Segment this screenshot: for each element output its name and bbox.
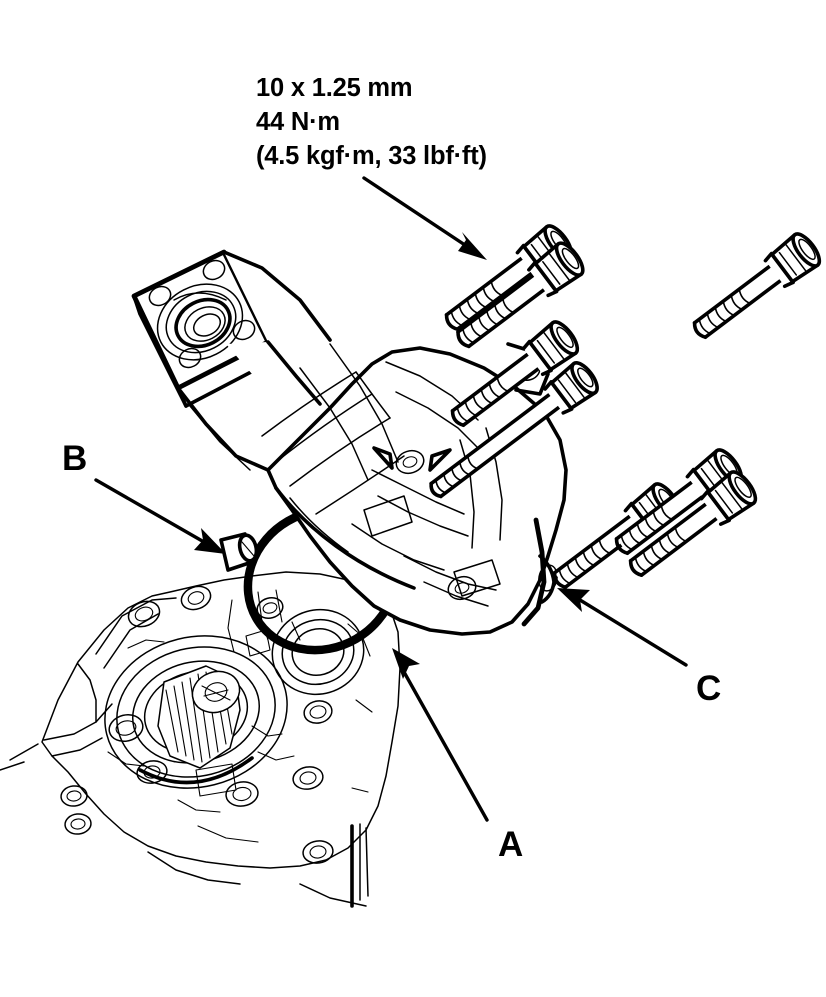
case-rib-detail xyxy=(107,589,373,843)
torque-callout-line2: 44 N·m xyxy=(256,108,340,136)
callout-a: A xyxy=(392,648,523,864)
callout-a-leader xyxy=(402,670,489,822)
housing-barrel-detail xyxy=(261,343,405,515)
callout-c-arrowhead xyxy=(557,588,590,612)
torque-callout-arrowhead xyxy=(458,232,487,260)
torque-callout-line3: (4.5 kgf·m, 33 lbf·ft) xyxy=(256,142,487,170)
flange-bolts xyxy=(429,220,826,600)
flange-bolt-4 xyxy=(429,361,599,499)
callout-b: B xyxy=(62,439,226,554)
callout-b-arrowhead xyxy=(194,528,226,554)
case-bolt-bosses xyxy=(60,585,334,864)
mounting-flange xyxy=(131,249,276,408)
callout-c-label: C xyxy=(696,669,721,708)
transmission-case xyxy=(0,571,401,908)
callout-b-leader xyxy=(94,478,206,544)
callout-c: C xyxy=(557,588,721,708)
callout-a-arrowhead xyxy=(392,648,420,679)
torque-callout-line1: 10 x 1.25 mm xyxy=(256,74,412,102)
splined-output-shaft xyxy=(157,665,241,769)
callout-a-label: A xyxy=(498,825,523,864)
torque-callout-leader xyxy=(362,176,479,255)
callout-b-label: B xyxy=(62,439,87,478)
transfer-case-housing xyxy=(131,249,568,636)
torque-callout: 10 x 1.25 mm 44 N·m (4.5 kgf·m, 33 lbf·f… xyxy=(256,74,487,260)
callout-c-leader xyxy=(578,598,688,667)
dowel-pin-left xyxy=(219,532,259,572)
